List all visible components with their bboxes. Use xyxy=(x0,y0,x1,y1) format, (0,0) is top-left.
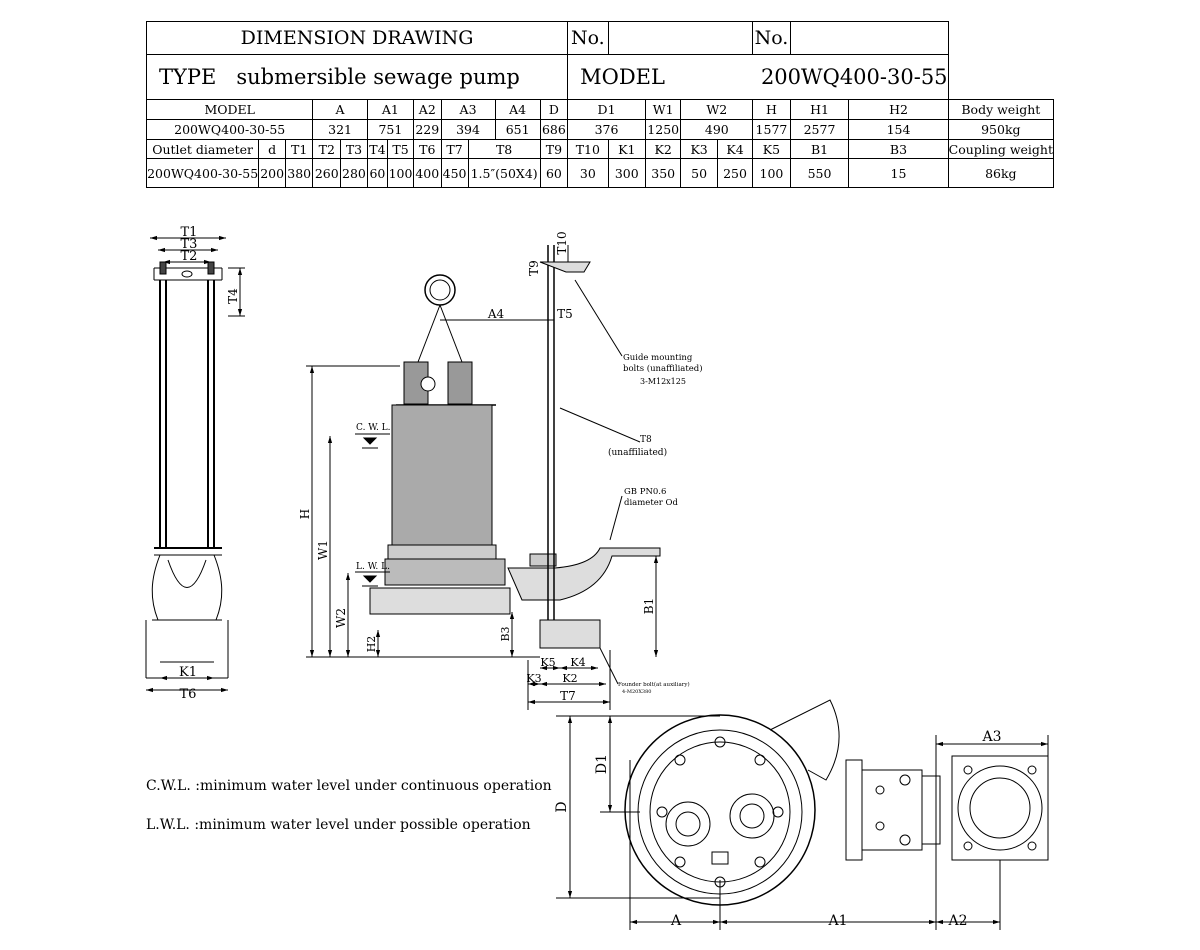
label-t2: T2 xyxy=(181,249,198,264)
guide-rail-side-view xyxy=(145,235,245,693)
label-k4: K4 xyxy=(570,656,585,669)
label-t4: T4 xyxy=(226,288,240,304)
label-guide-bolts-3: 3-M12x125 xyxy=(640,377,686,386)
td-k4: 250 xyxy=(716,158,754,188)
td-t3: 280 xyxy=(340,158,368,188)
td-k1: 300 xyxy=(607,158,647,188)
td-k5: 100 xyxy=(752,158,791,188)
label-guide-bolts-2: bolts (unaffiliated) xyxy=(623,363,703,374)
label-a4: A4 xyxy=(487,307,505,321)
th-t1: T1 xyxy=(285,139,314,159)
th-coupling-weight: Coupling weight xyxy=(947,139,1055,159)
td-b3: 15 xyxy=(848,158,949,188)
td-t2: 260 xyxy=(312,158,342,188)
td-outlet-model: 200WQ400-30-55 xyxy=(145,158,260,188)
model-value: 200WQ400-30-55 xyxy=(760,65,948,89)
th-b1: B1 xyxy=(789,139,850,159)
spec-table-1-header: MODEL A A1 A2 A3 A4 D D1 W1 W2 H H1 H2 B… xyxy=(145,99,1055,120)
pump-elevation-view xyxy=(306,245,661,710)
td-h: 1577 xyxy=(752,119,791,140)
label-foundation-bolt-1: Founder bolt(at auxiliary) xyxy=(618,681,690,688)
label-t6: T6 xyxy=(180,687,197,702)
label-d: D xyxy=(554,801,570,812)
td-t10: 30 xyxy=(567,158,609,188)
model-label: MODEL xyxy=(580,65,665,89)
spec-table-2-header: Outlet diameter d T1 T2 T3 T4 T5 T6 T7 T… xyxy=(145,139,1055,159)
label-gb-2: diameter Od xyxy=(624,498,678,508)
th-k5: K5 xyxy=(752,139,791,159)
th-body-weight: Body weight xyxy=(947,99,1055,120)
label-a: A xyxy=(670,913,682,929)
td-a: 321 xyxy=(312,119,368,140)
label-w1: W1 xyxy=(316,540,330,560)
label-t10: T10 xyxy=(555,231,569,254)
label-gb-1: GB PN0.6 xyxy=(624,487,666,497)
label-b3: B3 xyxy=(499,626,512,641)
th-t7: T7 xyxy=(440,139,469,159)
drawing-title: DIMENSION DRAWING xyxy=(145,21,569,55)
no-label-2: No. xyxy=(752,21,791,55)
label-d1: D1 xyxy=(594,754,610,774)
label-cwl: C. W. L. xyxy=(356,423,391,433)
th-outlet-diameter: Outlet diameter xyxy=(145,139,260,159)
th-t9: T9 xyxy=(539,139,569,159)
th-k3: K3 xyxy=(680,139,718,159)
td-k3: 50 xyxy=(680,158,718,188)
title-block: DIMENSION DRAWING No. No. TYPE submersib… xyxy=(145,21,1055,188)
label-a3: A3 xyxy=(981,729,1001,745)
label-k3: K3 xyxy=(526,672,541,685)
note-cwl: C.W.L. :minimum water level under contin… xyxy=(146,778,552,794)
type-cell: TYPE submersible sewage pump xyxy=(145,54,569,100)
spec-table-1-values: 200WQ400-30-55 321 751 229 394 651 686 3… xyxy=(145,119,1055,140)
label-t8-note: (unaffiliated) xyxy=(608,447,667,458)
td-t8: 1.5″(50X4) xyxy=(467,158,541,188)
label-h2: H2 xyxy=(365,636,378,653)
td-coupling-weight: 86kg xyxy=(947,158,1055,188)
th-b3: B3 xyxy=(848,139,949,159)
label-a2: A2 xyxy=(947,913,967,929)
td-d-small: 200 xyxy=(258,158,287,188)
td-t5: 100 xyxy=(387,158,414,188)
label-k2: K2 xyxy=(562,672,577,685)
td-w1: 1250 xyxy=(644,119,682,140)
note-lwl: L.W.L. :minimum water level under possib… xyxy=(146,817,531,833)
label-foundation-bolt-2: 4-M20X380 xyxy=(622,689,651,695)
td-t4: 60 xyxy=(366,158,389,188)
td-b1: 550 xyxy=(789,158,850,188)
label-t7: T7 xyxy=(560,689,576,703)
td-a1: 751 xyxy=(366,119,415,140)
label-t8: T8 xyxy=(640,435,652,445)
label-k1: K1 xyxy=(179,665,197,680)
pump-plan-view xyxy=(556,699,1049,930)
type-value: submersible sewage pump xyxy=(236,65,520,89)
label-w2: W2 xyxy=(334,608,348,628)
spec-table-2-values: 200WQ400-30-55 200 380 260 280 60 100 40… xyxy=(145,158,1055,188)
label-b1: B1 xyxy=(642,598,656,614)
no-label-1: No. xyxy=(567,21,609,55)
label-k5: K5 xyxy=(540,656,555,669)
td-t1: 380 xyxy=(285,158,314,188)
label-guide-bolts-1: Guide mounting xyxy=(623,353,693,363)
label-t5: T5 xyxy=(557,307,573,321)
td-a3: 394 xyxy=(440,119,496,140)
label-t3: T3 xyxy=(181,237,198,252)
label-a1: A1 xyxy=(827,913,847,929)
label-h: H xyxy=(298,509,312,519)
type-label: TYPE xyxy=(159,65,217,89)
td-t6: 400 xyxy=(413,158,442,188)
label-t1: T1 xyxy=(181,225,198,240)
label-lwl: L. W. L. xyxy=(356,562,390,572)
td-t9: 60 xyxy=(539,158,569,188)
label-t9: T9 xyxy=(527,260,541,276)
